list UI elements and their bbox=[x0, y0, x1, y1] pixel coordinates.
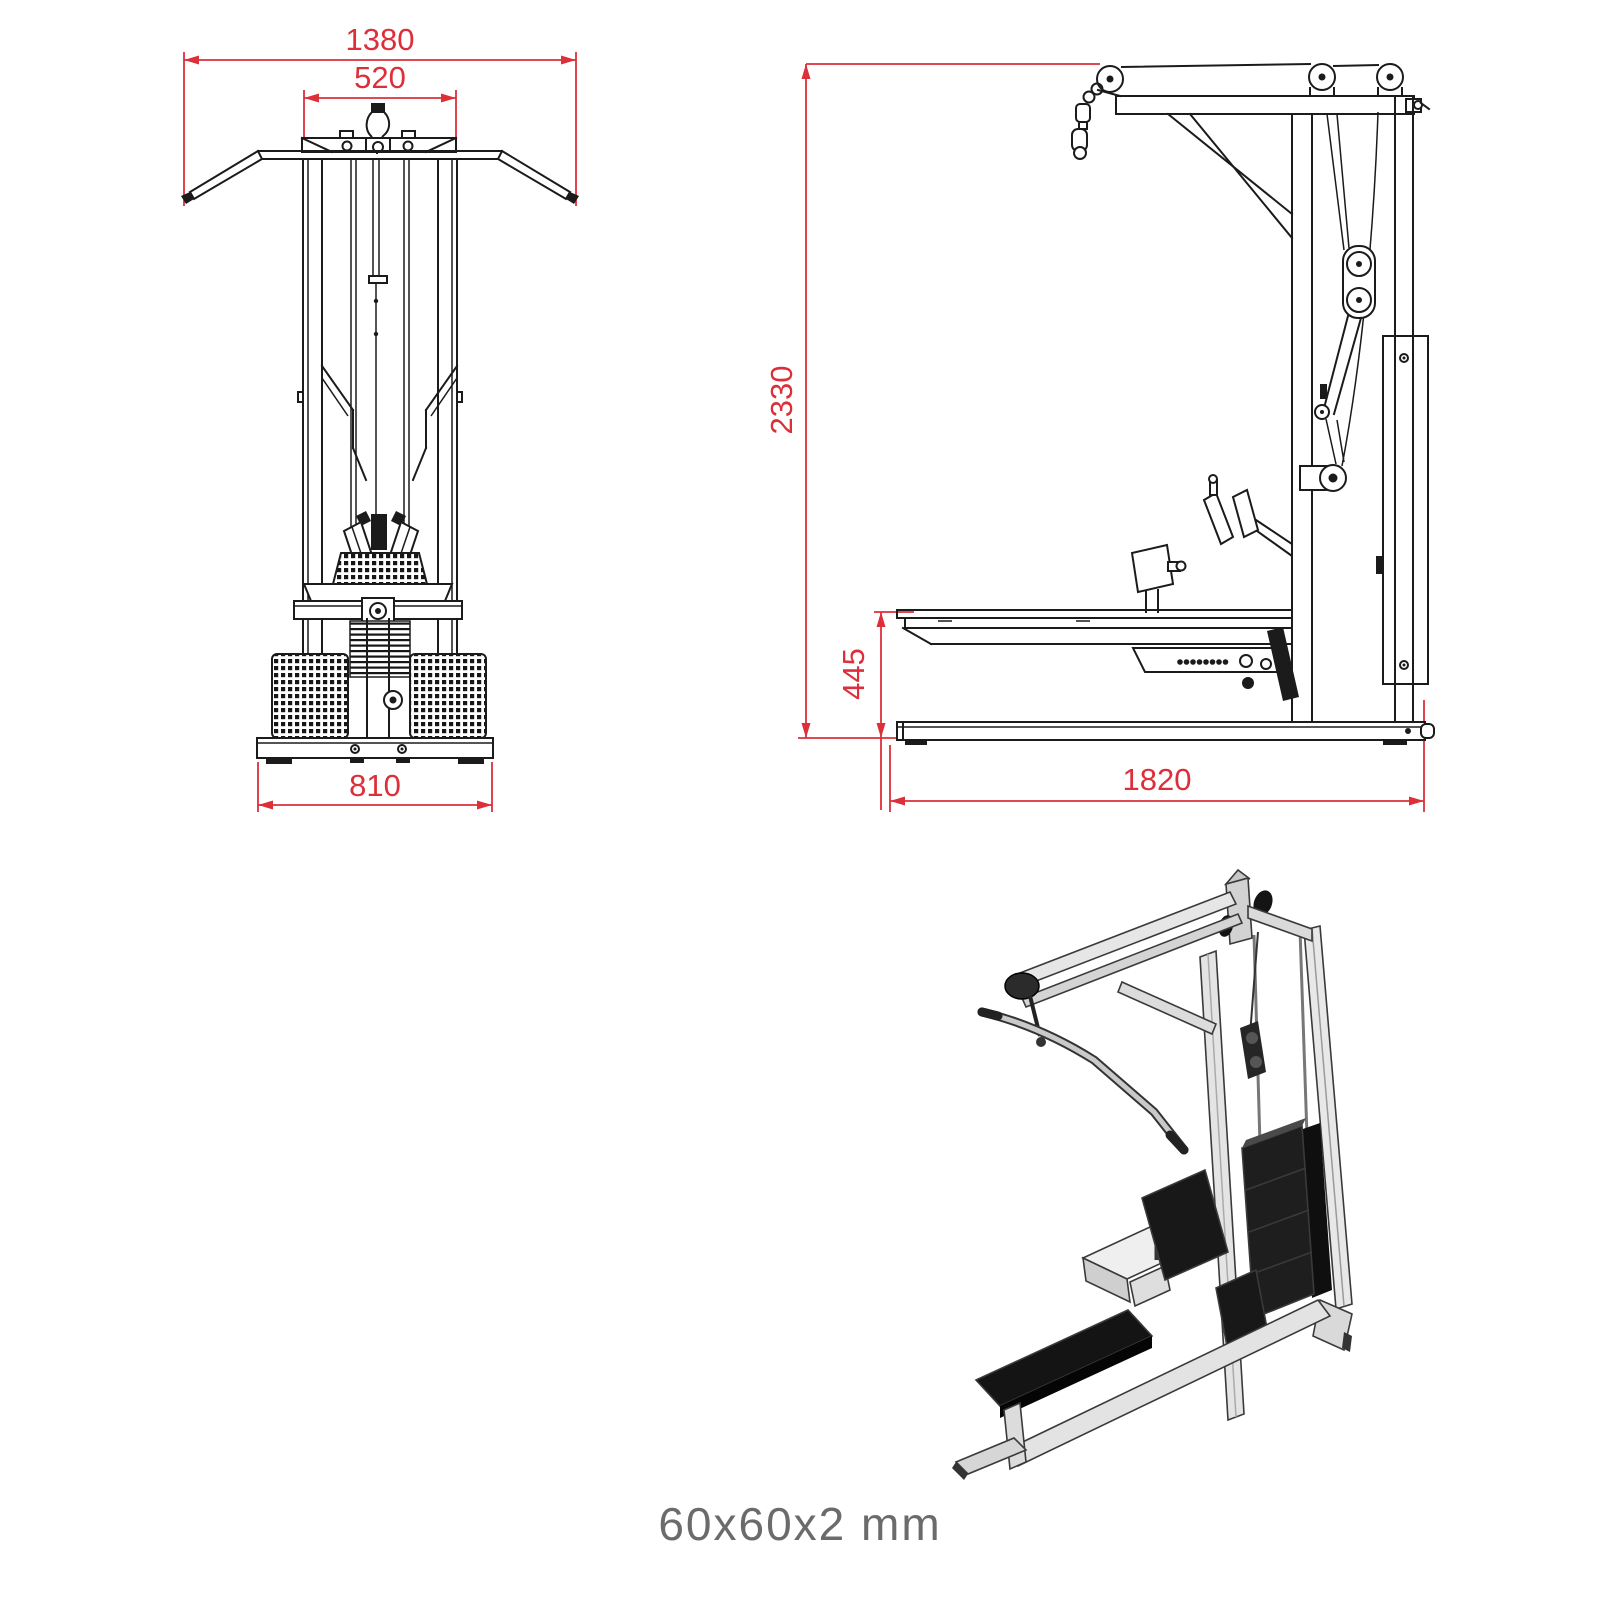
iso-weight-stack bbox=[1241, 1118, 1332, 1320]
iso-lat-bar bbox=[977, 1007, 1189, 1155]
weight-stack-front bbox=[271, 618, 487, 739]
base-side bbox=[896, 721, 1435, 745]
dim-label-520: 520 bbox=[354, 60, 406, 95]
dim-label-2330: 2330 bbox=[764, 366, 799, 435]
top-bracket-plate bbox=[300, 130, 458, 154]
center-cable-rod bbox=[368, 159, 388, 514]
dim-label-810: 810 bbox=[349, 768, 401, 803]
dim-front-base-width: 810 bbox=[257, 762, 493, 812]
iso-pad-assembly bbox=[1081, 1168, 1271, 1364]
cable-handle bbox=[1071, 82, 1104, 160]
dim-label-445: 445 bbox=[836, 648, 871, 700]
thigh-pad-assembly bbox=[1202, 474, 1293, 558]
iso-top-bracket bbox=[1218, 868, 1313, 946]
lat-bar bbox=[181, 149, 579, 204]
dim-label-1820: 1820 bbox=[1123, 762, 1192, 797]
funnel-braces bbox=[320, 364, 459, 482]
base-front bbox=[256, 737, 494, 764]
bench-side bbox=[896, 609, 1293, 646]
frame-columns bbox=[297, 158, 463, 739]
side-frame bbox=[1166, 95, 1414, 723]
dim-label-1380: 1380 bbox=[346, 22, 415, 57]
crossbar-assembly bbox=[293, 583, 463, 623]
tube-spec-label: 60x60x2 mm bbox=[658, 1498, 941, 1550]
side-view: 2330 445 1820 bbox=[764, 62, 1435, 812]
top-beam-pulleys bbox=[1096, 62, 1431, 115]
iso-bench bbox=[952, 1298, 1332, 1480]
dim-side-overall-height: 2330 bbox=[764, 63, 1100, 739]
weight-shield-panel bbox=[1376, 335, 1429, 685]
front-view: 1380 520 bbox=[181, 22, 579, 812]
dim-front-overall-width: 1380 bbox=[183, 22, 577, 206]
dim-side-bench-height: 445 bbox=[836, 611, 914, 810]
iso-boom-arm bbox=[1004, 890, 1244, 1047]
cable-pulley-system bbox=[1299, 111, 1379, 492]
dim-side-depth: 1820 bbox=[889, 700, 1425, 812]
isometric-view bbox=[952, 868, 1353, 1480]
dim-front-top-width: 520 bbox=[303, 60, 457, 142]
adjustment-rail bbox=[1131, 627, 1299, 701]
carriage-thigh-pads bbox=[331, 511, 429, 585]
seat-back-pad bbox=[1130, 543, 1187, 613]
iso-carriage-pulley bbox=[1240, 1021, 1266, 1079]
